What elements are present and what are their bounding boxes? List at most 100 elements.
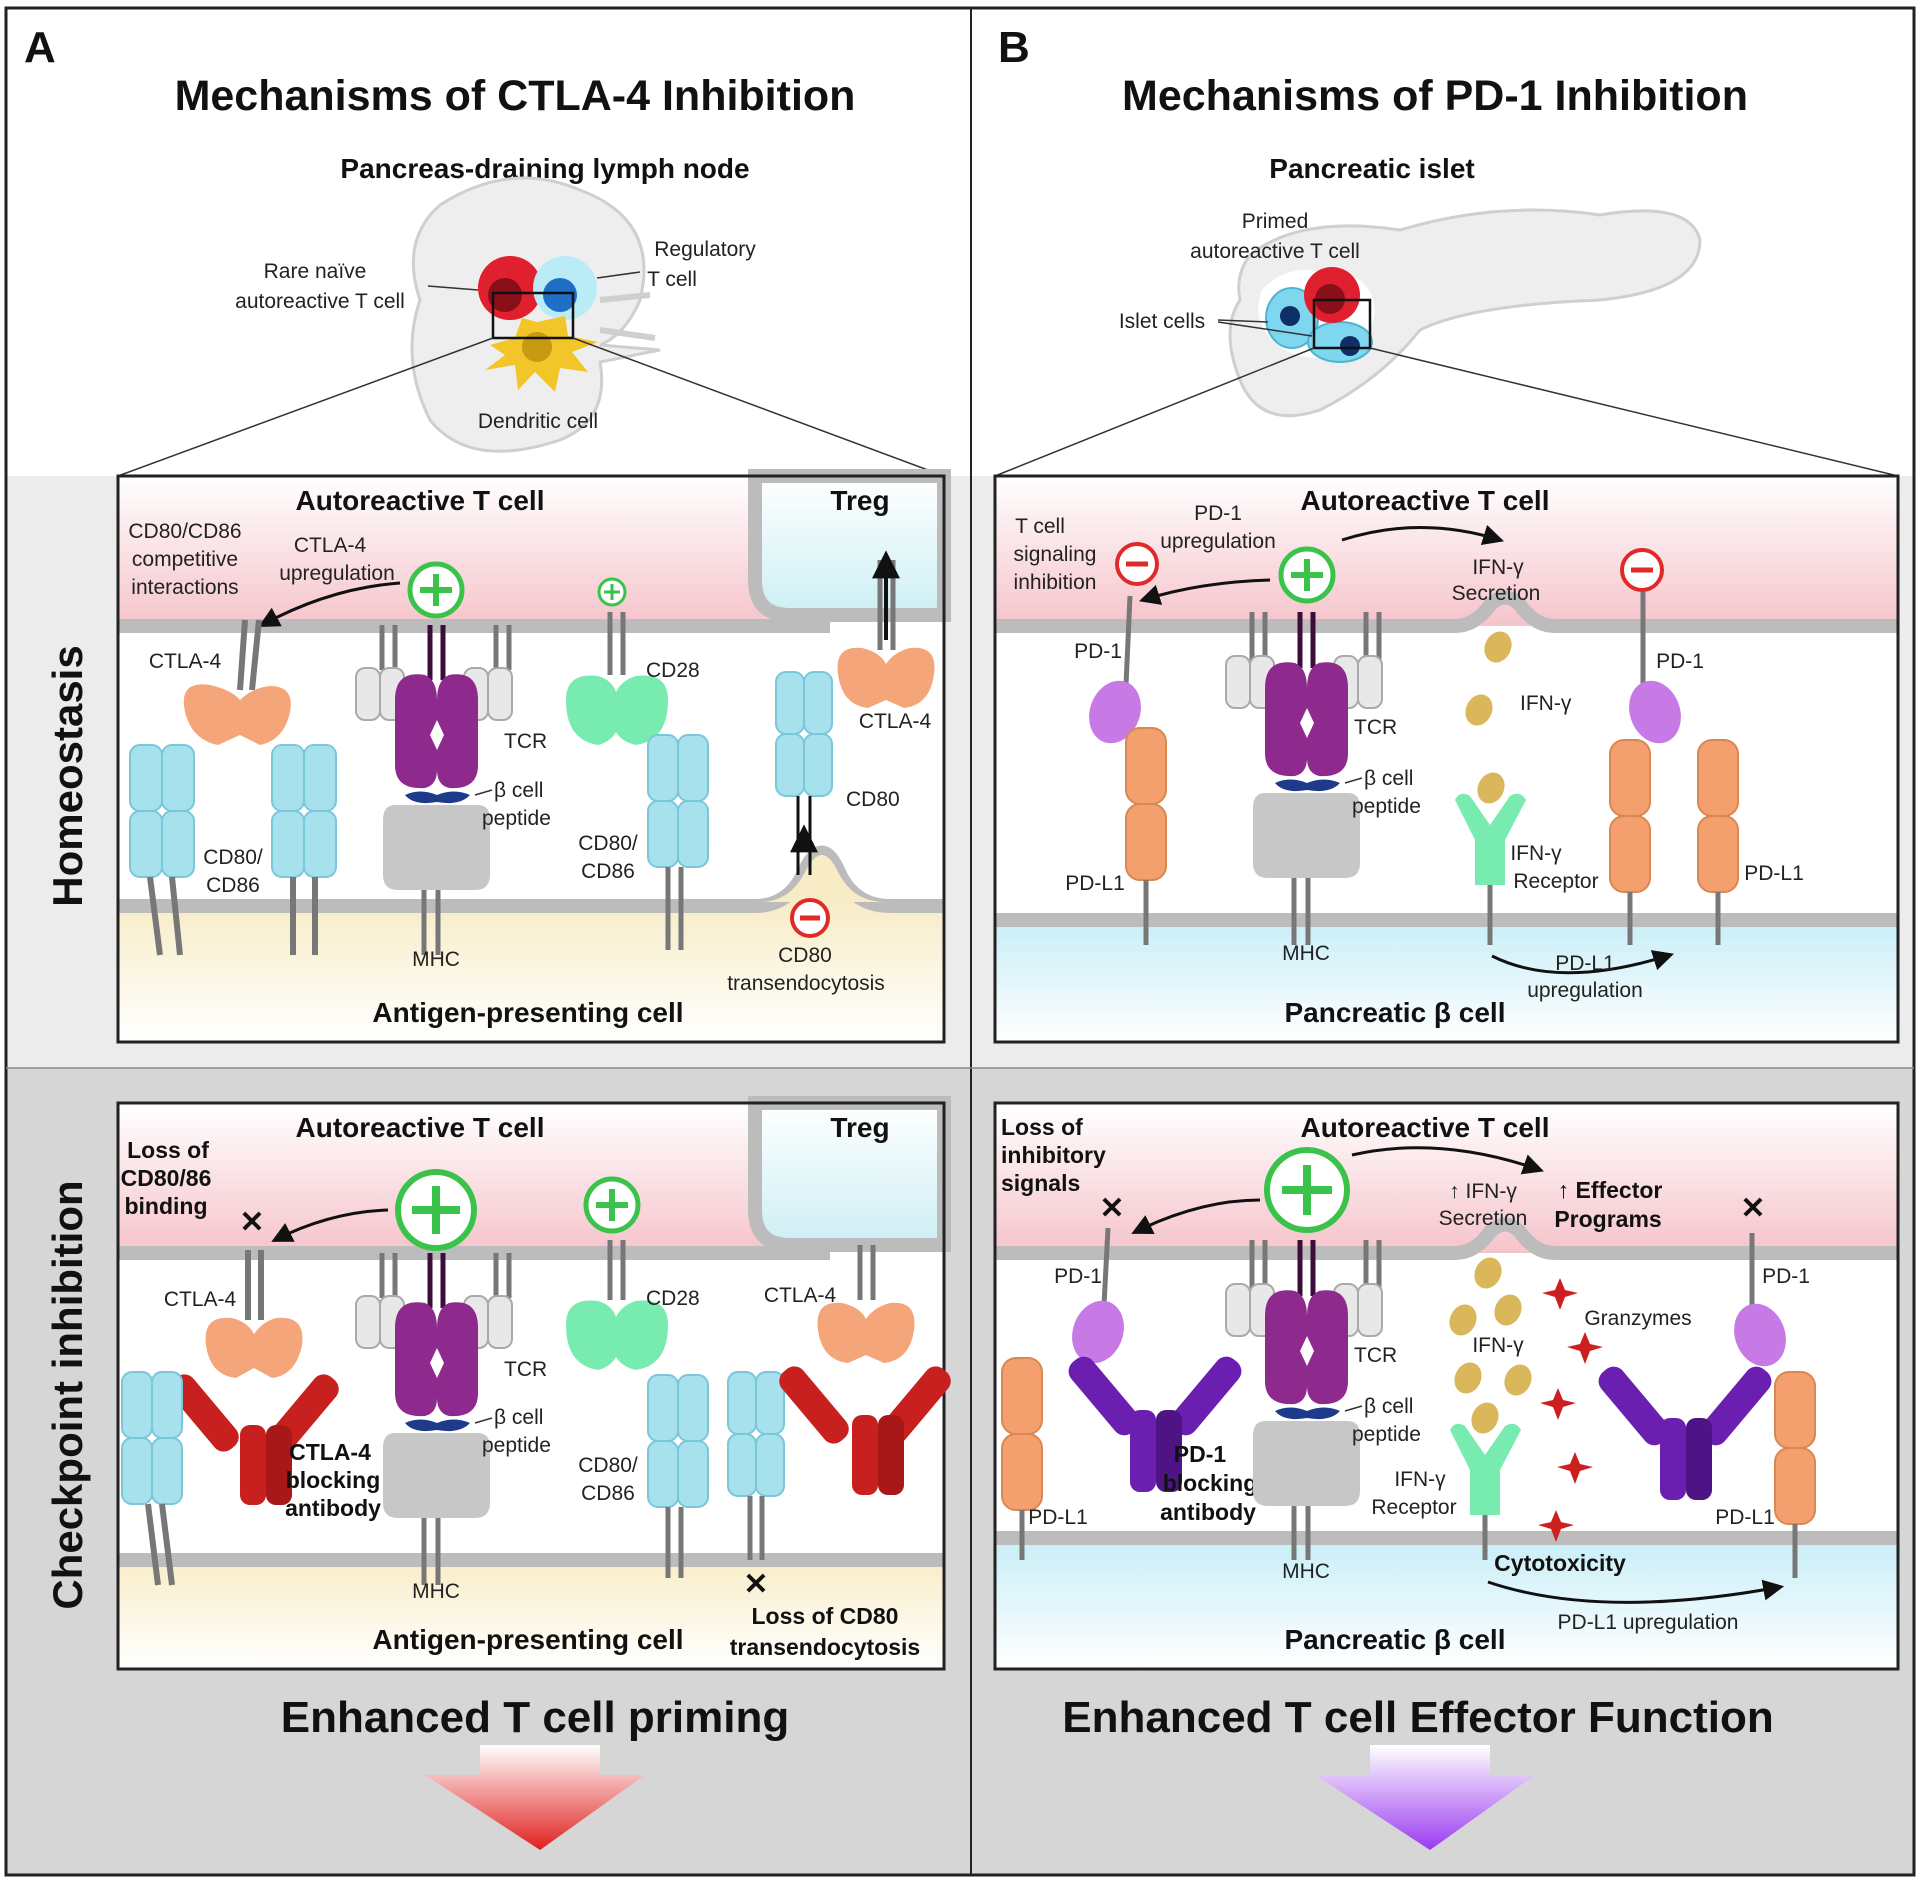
label-primed-1: Primed [1242,210,1309,233]
a-outcome-arrow [425,1745,645,1850]
a-h-cd80-middle [271,744,337,955]
b-c-x-icon-right: ✕ [1740,1192,1765,1225]
b-c-ifn-label: IFN-γ [1472,1334,1524,1357]
b-h-minus-icon-left [1115,542,1159,586]
a-h-competitive-2: competitive [132,548,238,571]
b-h-ifn-secretion-1: IFN-γ [1472,556,1524,579]
a-h-cd28 [566,612,668,745]
a-c-ctla4-label: CTLA-4 [164,1288,237,1311]
b-c-pd1-antibody-right [1598,1366,1772,1500]
a-h-t-cell-label: Autoreactive T cell [296,485,545,516]
b-h-t-cell-label: Autoreactive T cell [1301,485,1550,516]
b-c-mhc-label: MHC [1282,1560,1330,1583]
b-c-tcr-complex [1225,1240,1383,1560]
b-c-antibody-3: antibody [1160,1499,1256,1525]
label-naive-t-cell-2: autoreactive T cell [235,290,405,313]
a-h-plus-icon [407,561,465,619]
b-h-ifn-arrow [1341,524,1505,546]
a-c-treg-label: Treg [830,1112,889,1143]
a-h-ctla4-up-2: upregulation [279,562,395,585]
a-c-t-cell-label: Autoreactive T cell [296,1112,545,1143]
a-h-minus-icon [790,898,830,938]
a-c-treg-ctla4-label: CTLA-4 [764,1284,837,1307]
a-h-treg-ctla4-label: CTLA-4 [859,710,932,733]
b-c-pd1-right [1734,1233,1786,1367]
a-h-peptide-2: peptide [482,807,551,830]
b-c-loss-signals-2: inhibitory [1001,1142,1106,1168]
b-c-effector-2: Programs [1554,1206,1661,1232]
b-c-loss-signals-1: Loss of [1001,1114,1083,1140]
a-c-antibody-2: blocking [286,1467,381,1493]
panel-a: A Mechanisms of CTLA-4 Inhibition Pancre… [24,23,951,1850]
b-c-granzymes-label: Granzymes [1584,1307,1691,1330]
row-label-homeostasis: Homeostasis [44,645,91,906]
b-c-beta-cell-label: Pancreatic β cell [1285,1624,1506,1655]
b-h-pd1-up-1: PD-1 [1194,502,1242,525]
b-c-ifn-molecules [1449,1257,1532,1434]
b-h-signaling-2: signaling [1014,543,1097,566]
a-h-ctla4-receptor [183,619,291,745]
a-h-treg-ctla4 [837,550,935,708]
a-c-x-icon: ✕ [239,1206,264,1239]
a-c-mhc-label: MHC [412,1580,460,1603]
a-c-antibody-1: CTLA-4 [289,1439,371,1465]
a-c-loss-transendo-1: Loss of CD80 [752,1603,899,1629]
a-c-tcr-complex [355,1253,513,1585]
a-c-plus-icon-2 [583,1176,641,1234]
b-h-pdl1-up-arrow [1491,950,1675,975]
b-c-peptide-2: peptide [1352,1423,1421,1446]
a-c-cd80-treg [727,1371,785,1560]
a-h-mhc-label: MHC [412,948,460,971]
a-h-upregulation-arrow [258,581,401,628]
a-h-cd80cd86-b-1: CD80/ [578,832,638,855]
b-h-ifn-secretion-2: Secretion [1452,582,1541,605]
panel-b-letter: B [998,23,1030,72]
a-c-arrow [271,1208,389,1242]
row-label-checkpoint: Checkpoint inhibition [44,1180,91,1609]
a-h-ctla4-label: CTLA-4 [149,650,222,673]
label-dendritic-cell: Dendritic cell [478,410,598,433]
a-checkpoint-box [116,1096,951,1671]
b-c-effector-1: ↑ Effector [1558,1177,1663,1203]
a-h-transendo-1: CD80 [778,944,832,967]
b-c-pdl1-left [1001,1357,1043,1560]
b-c-arrow-left [1131,1198,1261,1235]
a-h-cd80cd86-b-2: CD86 [581,860,635,883]
a-c-peptide-2: peptide [482,1434,551,1457]
b-h-tcr-complex [1225,612,1383,945]
b-h-beta-cell-label: Pancreatic β cell [1285,997,1506,1028]
a-c-peptide-1: β cell [494,1406,543,1429]
a-c-ctla4-receptor [205,1250,303,1378]
a-h-cd28-label: CD28 [646,659,700,682]
a-h-cd80-right [647,734,709,950]
b-h-pd1-right-label: PD-1 [1656,650,1704,673]
b-h-peptide-2: peptide [1352,795,1421,818]
b-h-pdl1-up-2: upregulation [1527,979,1643,1002]
a-c-ctla4-antibody [169,1374,339,1505]
b-h-pd1-right [1609,592,1739,945]
a-c-loss-transendo-2: transendocytosis [730,1634,920,1660]
b-c-peptide-1: β cell [1364,1395,1413,1418]
b-h-peptide-1: β cell [1364,767,1413,790]
b-h-signaling-3: inhibition [1014,571,1097,594]
b-c-x-icon-left: ✕ [1099,1192,1124,1225]
a-c-cd80-left [121,1371,183,1586]
b-h-mhc-label: MHC [1282,942,1330,965]
b-c-t-cell-label: Autoreactive T cell [1301,1112,1550,1143]
b-c-plus-icon [1264,1147,1350,1233]
b-c-pd1-left [1072,1227,1124,1364]
panel-a-letter: A [24,23,56,72]
b-c-granzymes [1538,1278,1603,1542]
b-c-pdl1-right [1774,1371,1816,1578]
svg-text:Homeostasis: Homeostasis [44,645,91,906]
b-h-plus-icon [1278,546,1336,604]
a-h-cd80cd86-1: CD80/ [203,846,263,869]
b-outcome: Enhanced T cell Effector Function [1062,1693,1773,1742]
b-h-signaling-1: T cell [1015,515,1065,538]
b-h-pdl1-left [1125,727,1167,945]
a-h-peptide-1: β cell [494,779,543,802]
b-h-ifn-receptor-2: Receptor [1513,870,1598,893]
b-h-ifn-receptor-1: IFN-γ [1510,842,1562,865]
label-primed-2: autoreactive T cell [1190,240,1360,263]
